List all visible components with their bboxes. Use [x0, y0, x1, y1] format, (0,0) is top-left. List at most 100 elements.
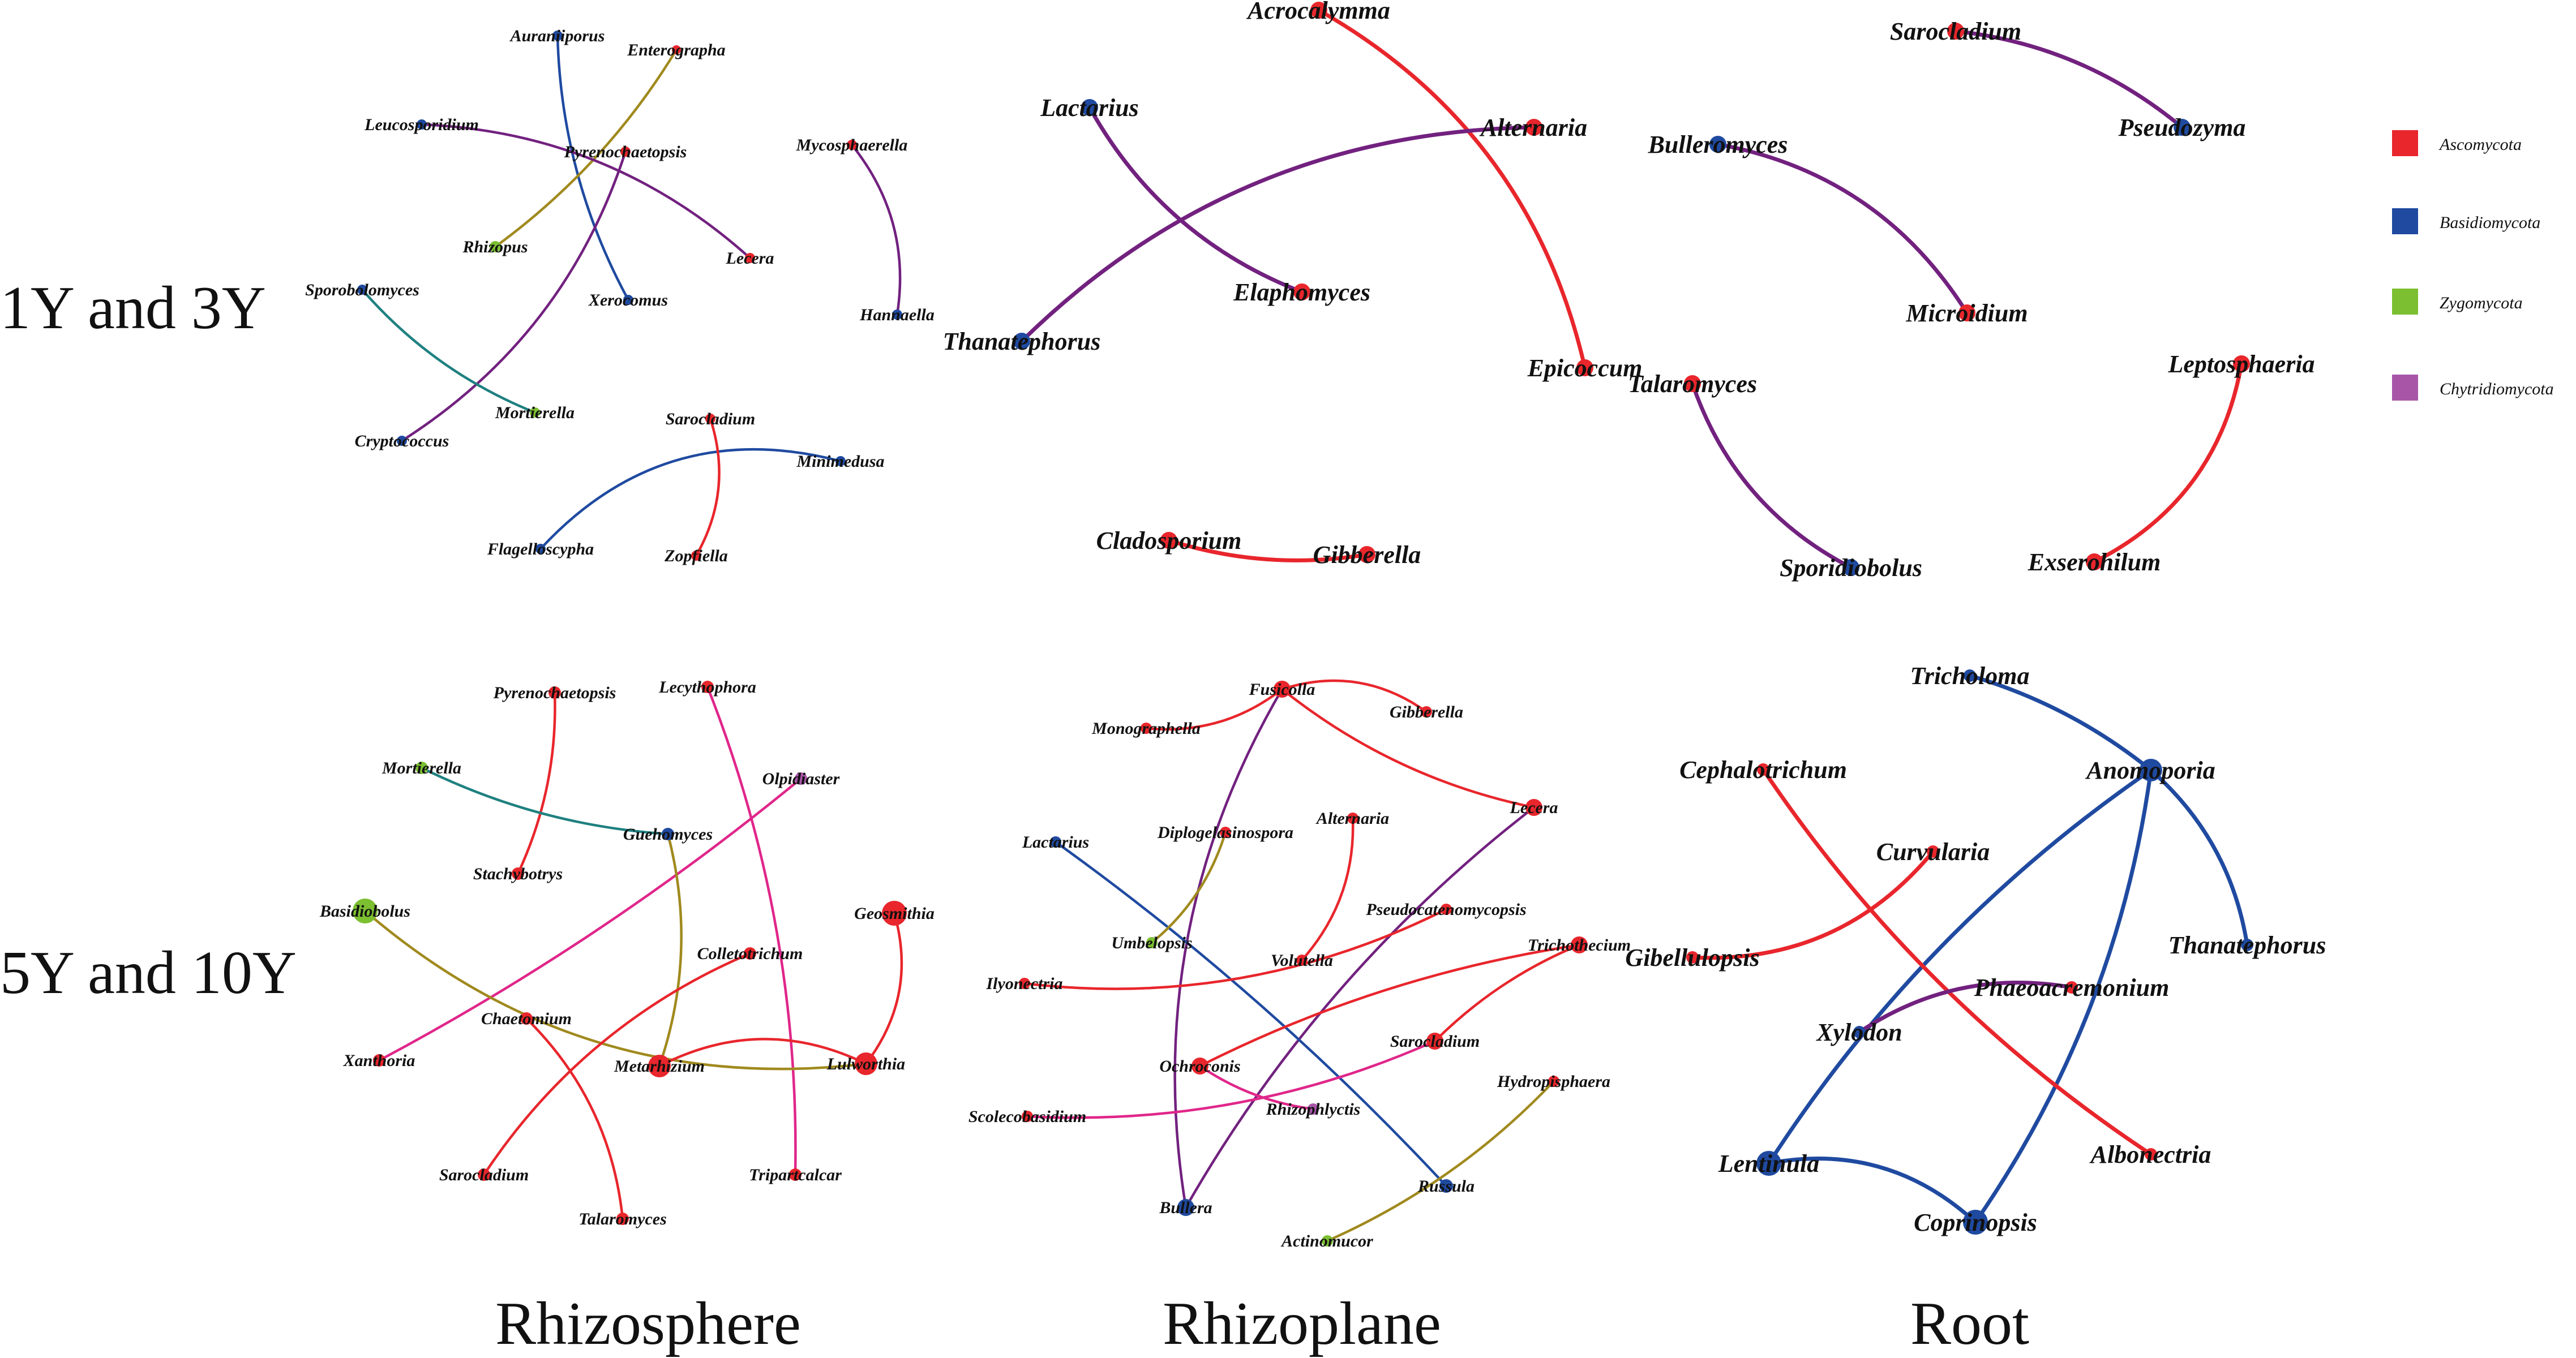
node-cladosporium: [1160, 532, 1177, 549]
node-stachybotrys: [512, 867, 524, 880]
node-alternaria: [1347, 813, 1358, 824]
node-label-exserohilum: Exserohilum: [2028, 548, 2161, 576]
node-label-talaromyces: Talaromyces: [1628, 370, 1757, 398]
node-label-leptosphaeria: Leptosphaeria: [2167, 350, 2314, 378]
node-label-sarocladium: Sarocladium: [1390, 1032, 1480, 1051]
node-lactarius: [1050, 836, 1061, 848]
node-cephalotrichum: [1757, 763, 1769, 776]
node-label-geosmithia: Geosmithia: [854, 904, 935, 923]
node-alternaria: [1525, 119, 1542, 136]
legend-label-zygomycota: Zygomycota: [2440, 294, 2523, 312]
edge-auraniiporus-xerocomus: [556, 34, 630, 302]
node-label-xylodon: Xylodon: [1815, 1018, 1902, 1046]
node-label-lecera: Lecera: [726, 249, 774, 268]
node-russula: [1439, 1179, 1453, 1193]
node-label-chaetomium: Chaetomium: [481, 1009, 572, 1028]
edge-fusicolla-bullera: [1173, 687, 1284, 1209]
node-flagelloscypha: [535, 544, 546, 554]
edge-anomoporia-lentinula: [1767, 768, 2153, 1166]
column-label-root: Root: [1910, 1290, 2029, 1357]
node-label-leucosporidium: Leucosporidium: [364, 115, 479, 134]
node-label-lentinula: Lentinula: [1718, 1150, 1820, 1177]
edge-lactarius-russula: [1054, 840, 1448, 1188]
node-label-mycosphaerella: Mycosphaerella: [796, 136, 908, 154]
edge-lecera-bullera: [1184, 806, 1536, 1209]
node-mortierella: [530, 407, 540, 418]
node-sarocladium: [478, 1168, 490, 1181]
node-label-sarocladium: Sarocladium: [666, 410, 755, 428]
node-basidiobolus: [353, 899, 378, 923]
node-label-lulworthia: Lulworthia: [826, 1055, 905, 1073]
node-group: [1013, 2, 1593, 563]
node-gibellulopsis: [1686, 951, 1699, 964]
node-thanatephorus: [2241, 939, 2253, 951]
edge-alternaria-thanatephorus: [1019, 125, 1536, 343]
node-label-lecythophora: Lecythophora: [658, 678, 756, 697]
edge-geosmithia-lulworthia: [864, 912, 903, 1065]
node-label-lecera: Lecera: [1510, 798, 1558, 817]
node-label-curvularia: Curvularia: [1876, 838, 1990, 866]
legend-swatch-basidiomycota: [2392, 208, 2418, 234]
label-group: SarocladiumPseudozymaBulleromycesMicroid…: [1628, 18, 2315, 582]
node-metarhizium: [648, 1055, 671, 1077]
node-leptosphaeria: [2233, 355, 2250, 372]
node-label-russula: Russula: [1417, 1177, 1475, 1196]
edge-metarhizium-lulworthia: [658, 1038, 868, 1068]
node-label-elaphomyces: Elaphomyces: [1233, 278, 1370, 306]
node-label-umbelopsis: Umbelopsis: [1111, 934, 1192, 952]
node-label-stachybotrys: Stachybotrys: [473, 865, 563, 883]
edge-sarocladium-zopfiella: [695, 417, 721, 557]
node-trichothecium: [1571, 936, 1588, 953]
edge-bulleromyces-microidium: [1716, 142, 1969, 315]
node-label-colletotrichum: Colletotrichum: [697, 944, 803, 963]
node-label-thanatephorus: Thanatephorus: [2168, 931, 2326, 959]
node-olpidiaster: [795, 772, 807, 785]
edge-anomoporia-thanatephorus: [2149, 768, 2249, 947]
node-umbelopsis: [1146, 937, 1158, 948]
edge-cladosporium-gibberella: [1167, 538, 1369, 562]
edge-pyrenochaetopsis-stachybotrys: [516, 691, 556, 875]
column-label-rhizoplane: Rhizoplane: [1163, 1290, 1441, 1357]
edge-xylodon-phaeoacremonium: [1857, 981, 2074, 1034]
column-label-rhizosphere: Rhizosphere: [495, 1290, 801, 1357]
node-group: [1019, 681, 1588, 1247]
node-pseudozyma: [2174, 119, 2191, 136]
node-label-gibberella: Gibberella: [1390, 703, 1463, 721]
node-sarocladium: [1426, 1033, 1443, 1050]
edge-sporobolomyces-mortierella: [361, 288, 537, 414]
node-albonectria: [2145, 1148, 2157, 1161]
edge-fusicolla-monographella: [1145, 687, 1284, 731]
edge-mortierella-guehomyces: [420, 766, 670, 836]
node-label-anomoporia: Anomoporia: [2085, 757, 2215, 784]
edge-leptosphaeria-exserohilum: [2092, 362, 2244, 564]
node-label-epicoccum: Epicoccum: [1527, 354, 1643, 382]
edge-talaromyces-sporidiobolus: [1690, 381, 1853, 570]
node-colletotrichum: [744, 947, 756, 960]
node-enterographa: [672, 45, 681, 54]
node-mortierella: [415, 762, 428, 774]
network-5y-10y-rhizoplane: FusicollaMonographellaGibberellaLeceraLa…: [968, 679, 1631, 1250]
edge-group: [1019, 8, 1587, 562]
node-group: [357, 31, 902, 561]
edge-olpidiaster-xanthoria: [378, 777, 803, 1062]
node-monographella: [1141, 723, 1152, 734]
node-sarocladium: [1947, 23, 1964, 40]
edge-enterographa-rhizopus: [494, 48, 678, 248]
node-ochroconis: [1191, 1058, 1208, 1075]
node-label-trichothecium: Trichothecium: [1528, 936, 1631, 955]
row-label-1y-3y: 1Y and 3Y: [0, 274, 266, 342]
node-label-scolecobasidium: Scolecobasidium: [968, 1107, 1086, 1126]
edge-acrocalymma-epicoccum: [1317, 8, 1587, 370]
edge-diplogelasinospora-umbelopsis: [1150, 831, 1227, 944]
node-minimedusa: [835, 456, 846, 466]
edge-trichothecium-sarocladium: [1433, 943, 1581, 1043]
node-label-guehomyces: Guehomyces: [623, 825, 713, 844]
node-guehomyces: [662, 828, 674, 840]
edge-colletotrichum-sarocladium: [482, 952, 752, 1176]
legend-label-ascomycota: Ascomycota: [2438, 135, 2522, 154]
node-label-gibberella: Gibberella: [1313, 541, 1421, 569]
node-label-minimedusa: Minimedusa: [796, 452, 884, 471]
